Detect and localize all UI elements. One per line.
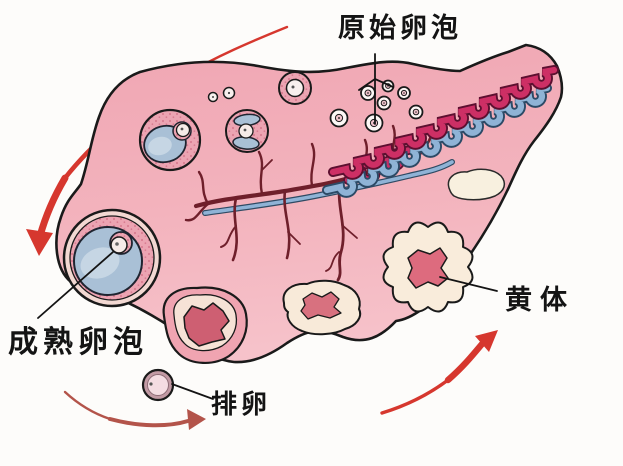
primordial-follicle (329, 108, 349, 128)
cycle-arrow-right (380, 330, 498, 415)
oocyte (238, 123, 254, 139)
secondary-follicle (225, 109, 269, 153)
arrow-head (187, 409, 206, 430)
small-follicle-pair (207, 86, 236, 103)
primordial-follicle (376, 95, 392, 111)
label-mature-follicle: 成熟卵泡 (8, 325, 148, 360)
arrow-head (26, 229, 53, 256)
cycle-arrow-bottom (63, 390, 206, 430)
pointer-line-mature (37, 251, 114, 319)
pointer-line-ovulation (171, 383, 214, 400)
antral-follicle (138, 108, 202, 172)
arrow-shaft (63, 390, 112, 421)
oocyte-nucleus (243, 128, 247, 132)
egg-nucleus (149, 382, 153, 386)
pointer-line-luteum (439, 276, 498, 292)
oocyte-nucleus (291, 85, 295, 89)
oocyte (285, 78, 305, 98)
luteum-core (300, 291, 342, 320)
arrow-shaft (108, 417, 190, 428)
primordial-follicles (329, 79, 424, 133)
label-ovulation: 排卵 (211, 390, 271, 420)
ovulated-egg (141, 368, 175, 402)
blood-vessels (184, 65, 559, 282)
developing-corpus-luteum (282, 279, 362, 336)
primordial-follicle (364, 113, 384, 133)
label-primordial-follicle: 原始卵泡 (338, 12, 462, 44)
primordial-follicle (408, 104, 424, 120)
ruptured-core (183, 302, 230, 347)
oocyte (175, 122, 191, 138)
arrow-shaft (380, 378, 450, 415)
corpus-luteum (382, 221, 474, 313)
primary-follicle (278, 71, 312, 105)
label-corpus-luteum: 黄体 (505, 285, 575, 316)
luteum-core (407, 247, 449, 289)
egg-cytoplasm (147, 374, 169, 396)
pointer-lines (37, 53, 498, 400)
ruptured-follicle (162, 286, 248, 364)
antrum-highlight (148, 136, 172, 156)
oocyte-nucleus (115, 242, 119, 246)
artery-coil (329, 66, 558, 178)
oocyte-nucleus (180, 127, 184, 131)
corpus-albicans (447, 168, 506, 201)
arrow-shaft (444, 340, 486, 384)
primordial-follicle (360, 85, 376, 101)
mature-follicle (62, 208, 162, 308)
arrow-head (475, 330, 498, 352)
primordial-follicle (397, 86, 411, 100)
pointer-line-primordial-fork (358, 78, 394, 91)
oocyte (110, 236, 128, 254)
